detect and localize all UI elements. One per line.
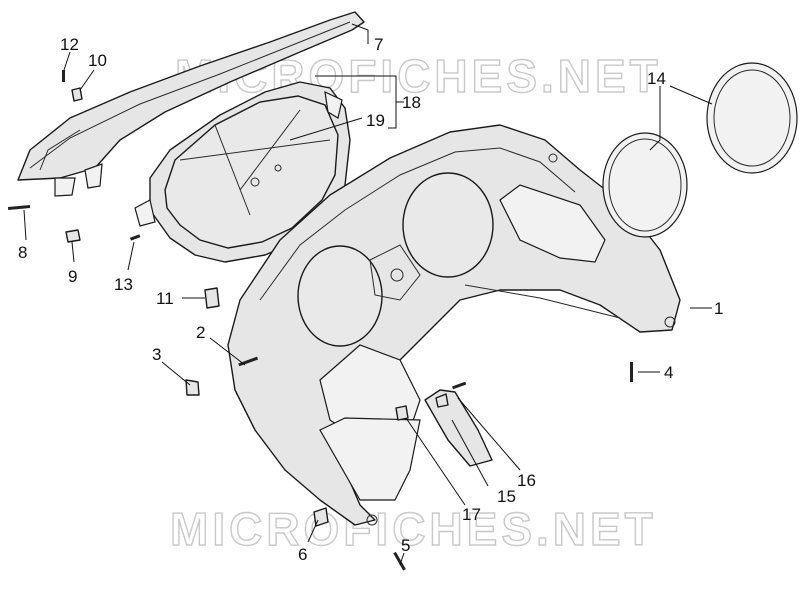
clip-part-11 (204, 287, 220, 309)
callout-3: 3 (152, 345, 161, 364)
upper-cover-part (17, 11, 365, 197)
watermark-bottom: MICROFICHES.NET (170, 503, 657, 555)
screw-part-4 (630, 362, 633, 382)
callout-16: 16 (517, 471, 536, 490)
callout-9: 9 (68, 267, 77, 286)
clip-part-3 (185, 379, 200, 396)
callout-13: 13 (114, 275, 133, 294)
callout-8: 8 (18, 243, 27, 262)
callout-14: 14 (647, 69, 666, 88)
right-gauge-opening (402, 172, 494, 278)
screw-part-16b (452, 381, 467, 390)
clip-part-10 (71, 87, 83, 102)
clip-part-16 (435, 393, 449, 408)
callout-10: 10 (88, 51, 107, 70)
screw-part-12 (62, 70, 65, 82)
callout-7: 7 (374, 35, 383, 54)
clip-part-17 (395, 405, 409, 421)
trim-rings-part (602, 62, 798, 238)
leader-lines (23, 23, 713, 566)
callout-17: 17 (462, 505, 481, 524)
callout-1: 1 (714, 299, 723, 318)
callout-18: 18 (402, 93, 421, 112)
callout-12: 12 (60, 35, 79, 54)
callout-2: 2 (196, 323, 205, 342)
callout-5: 5 (401, 536, 410, 555)
lower-cover-part (424, 389, 493, 467)
callout-15: 15 (497, 487, 516, 506)
callout-6: 6 (298, 545, 307, 564)
callouts: 1 2 3 4 5 6 7 8 9 10 11 12 13 14 15 16 1… (18, 35, 723, 564)
screw-part-13 (129, 234, 141, 241)
left-gauge-opening (297, 245, 383, 347)
glove-box-panel-part (319, 417, 421, 501)
callout-11: 11 (156, 289, 174, 308)
clip-part-9 (65, 229, 81, 243)
screw-part-8 (7, 205, 31, 210)
callout-19: 19 (366, 111, 385, 130)
instrument-cluster-part (134, 81, 351, 263)
screw-part-5 (393, 551, 406, 571)
callout-4: 4 (664, 363, 673, 382)
